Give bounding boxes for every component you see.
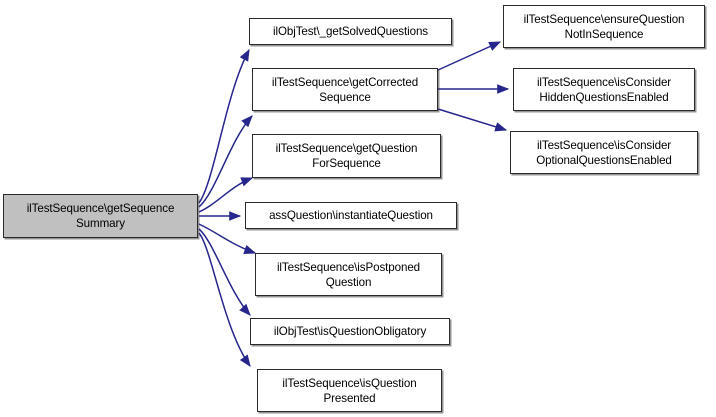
edge-root-to-isQuestionPresented <box>198 232 251 367</box>
edge-root-to-isPostponedQuestion <box>198 223 257 254</box>
node-instantiateQuestion[interactable]: assQuestion\instantiateQuestion <box>245 202 457 229</box>
node-label-isQuestionObligatory: ilObjTest\isQuestionObligatory <box>273 325 427 338</box>
node-label-instantiateQuestion: assQuestion\instantiateQuestion <box>269 209 433 222</box>
node-label-ensureQuestionNotInSequence: ilTestSequence\ensureQuestion NotInSeque… <box>523 12 685 41</box>
node-label-getSolvedQuestions: ilObjTest\_getSolvedQuestions <box>273 25 428 38</box>
edge-getCorrectedSequence-to-ensureQuestionNotInSequence <box>437 41 502 71</box>
node-label-isQuestionPresented: ilTestSequence\isQuestion Presented <box>282 376 417 405</box>
node-root[interactable]: ilTestSequence\getSequence Summary <box>3 194 198 238</box>
node-getSolvedQuestions[interactable]: ilObjTest\_getSolvedQuestions <box>249 18 452 45</box>
edge-root-to-getCorrectedSequence <box>198 115 253 208</box>
node-label-isConsiderHiddenQuestionsEnabled: ilTestSequence\isConsider HiddenQuestion… <box>536 75 672 104</box>
edge-root-to-isQuestionObligatory <box>198 228 251 316</box>
node-isConsiderHiddenQuestionsEnabled[interactable]: ilTestSequence\isConsider HiddenQuestion… <box>513 68 695 111</box>
node-getQuestionForSequence[interactable]: ilTestSequence\getQuestion ForSequence <box>252 134 441 178</box>
node-isQuestionPresented[interactable]: ilTestSequence\isQuestion Presented <box>257 369 442 412</box>
node-isPostponedQuestion[interactable]: ilTestSequence\isPostponed Question <box>255 253 442 296</box>
node-label-isPostponedQuestion: ilTestSequence\isPostponed Question <box>276 260 421 289</box>
node-label-isConsiderOptionalQuestionsEnabled: ilTestSequence\isConsider OptionalQuesti… <box>536 138 672 167</box>
node-label-root: ilTestSequence\getSequence Summary <box>26 202 175 230</box>
node-isConsiderOptionalQuestionsEnabled[interactable]: ilTestSequence\isConsider OptionalQuesti… <box>510 131 698 174</box>
edge-root-to-getSolvedQuestions <box>198 48 250 204</box>
node-getCorrectedSequence[interactable]: ilTestSequence\getCorrected Sequence <box>252 68 438 111</box>
node-label-getCorrectedSequence: ilTestSequence\getCorrected Sequence <box>271 75 419 104</box>
node-ensureQuestionNotInSequence[interactable]: ilTestSequence\ensureQuestion NotInSeque… <box>503 5 705 48</box>
edge-getCorrectedSequence-to-isConsiderOptionalQuestionsEnabled <box>437 108 508 132</box>
edge-root-to-getQuestionForSequence <box>198 177 254 213</box>
node-label-getQuestionForSequence: ilTestSequence\getQuestion ForSequence <box>275 142 418 170</box>
node-isQuestionObligatory[interactable]: ilObjTest\isQuestionObligatory <box>250 318 450 345</box>
